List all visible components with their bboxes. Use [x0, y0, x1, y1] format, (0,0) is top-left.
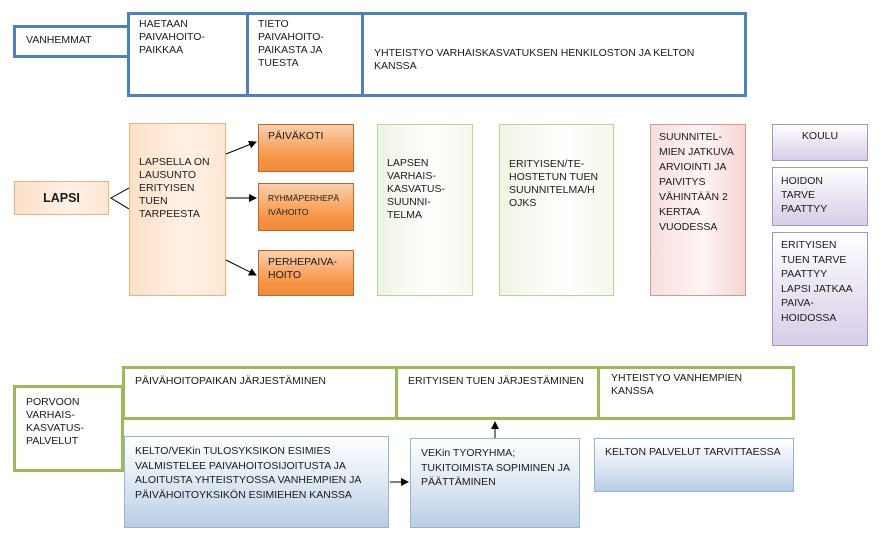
vekin-workgroup-box: VEKin TYORYHMA; TUKITOIMISTA SOPIMINEN J…	[410, 438, 580, 528]
parents-box: VANHEMMAT	[13, 25, 134, 58]
seeking-daycare-cell: HAETAAN PAIVAHOITO-PAIKKAA	[139, 18, 205, 56]
daycare-info-cell: TIETO PAIVAHOITO-PAIKASTA JA TUESTA	[258, 18, 324, 69]
family-daycare-box: PERHEPAIVA-HOITO	[258, 250, 354, 296]
kelto-manager-box: KELTO/VEKin TULOSYKSIKON ESIMIES VALMIST…	[124, 436, 389, 528]
evaluation-box: SUUNNITEL-MIEN JATKUVA ARVIOINTI JA PAIV…	[650, 124, 746, 296]
services-divider-2	[597, 366, 600, 420]
school-box: KOULU	[772, 124, 868, 161]
kelto-services-text: KELTON PALVELUT TARVITTAESSA	[605, 446, 781, 458]
parent-cooperation-cell: YHTEISTYO VANHEMPIEN KANSSA	[611, 372, 743, 397]
divider-1	[246, 12, 249, 97]
parents-label: VANHEMMAT	[26, 34, 92, 46]
family-daycare-label: PERHEPAIVA-HOITO	[268, 256, 338, 281]
evaluation-text: SUUNNITEL-MIEN JATKUVA ARVIOINTI JA PAIV…	[659, 131, 734, 233]
child-box: LAPSI	[14, 181, 109, 215]
group-family-daycare-label: RYHMÄPERHEPÄ IVÄHOITO	[268, 193, 340, 217]
support-need-ends-box: ERITYISEN TUEN TARVE PAATTYY LAPSI JATKA…	[772, 232, 868, 346]
support-plan-text: ERITYISEN/TE-HOSTETUN TUEN SUUNNITELMA/H…	[509, 158, 599, 209]
school-label: KOULU	[801, 130, 839, 142]
support-plan-box: ERITYISEN/TE-HOSTETUN TUEN SUUNNITELMA/H…	[499, 124, 614, 296]
statement-text: LAPSELLA ON LAUSUNTO ERITYISEN TUEN TARP…	[139, 156, 210, 220]
statement-box: LAPSELLA ON LAUSUNTO ERITYISEN TUEN TARP…	[129, 123, 226, 296]
group-family-daycare-box: RYHMÄPERHEPÄ IVÄHOITO	[258, 183, 354, 231]
kelto-manager-text: KELTO/VEKin TULOSYKSIKON ESIMIES VALMIST…	[135, 445, 361, 501]
divider-2	[361, 12, 364, 97]
kelto-services-box: KELTON PALVELUT TARVITTAESSA	[594, 438, 794, 492]
daycare-arrangement-cell: PÄIVÄHOITOPAIKAN JÄRJESTÄMINEN	[135, 375, 326, 387]
support-arrangement-cell: ERITYISEN TUEN JÄRJESTÄMINEN	[408, 375, 584, 387]
support-need-ends-text: ERITYISEN TUEN TARVE PAATTYY LAPSI JATKA…	[781, 239, 853, 324]
daycare-center-box: PÄIVÄKOTI	[258, 124, 354, 172]
care-need-ends-box: HOIDON TARVE PAATTYY	[772, 167, 868, 226]
services-frame	[122, 366, 795, 420]
care-plan-box: LAPSEN VARHAIS-KASVATUS-SUUNNI-TELMA	[377, 124, 473, 296]
parents-process-frame	[127, 12, 747, 97]
porvoo-services-box: PORVOON VARHAIS-KASVATUS-PALVELUT	[13, 385, 124, 472]
care-plan-text: LAPSEN VARHAIS-KASVATUS-SUUNNI-TELMA	[387, 157, 445, 221]
arrow-to-family-daycare	[225, 259, 257, 276]
vekin-workgroup-text: VEKin TYORYHMA; TUKITOIMISTA SOPIMINEN J…	[421, 447, 570, 488]
services-divider-1	[395, 366, 398, 420]
porvoo-services-text: PORVOON VARHAIS-KASVATUS-PALVELUT	[26, 396, 84, 447]
child-label: LAPSI	[43, 191, 80, 205]
daycare-center-label: PÄIVÄKOTI	[268, 130, 324, 142]
arrow-to-daycare-center	[225, 140, 257, 155]
cooperation-cell: YHTEISTYO VARHAISKASVATUKSEN HENKILOSTON…	[374, 47, 695, 72]
child-to-statement-connector	[110, 187, 130, 210]
care-need-ends-text: HOIDON TARVE PAATTYY	[781, 175, 828, 215]
